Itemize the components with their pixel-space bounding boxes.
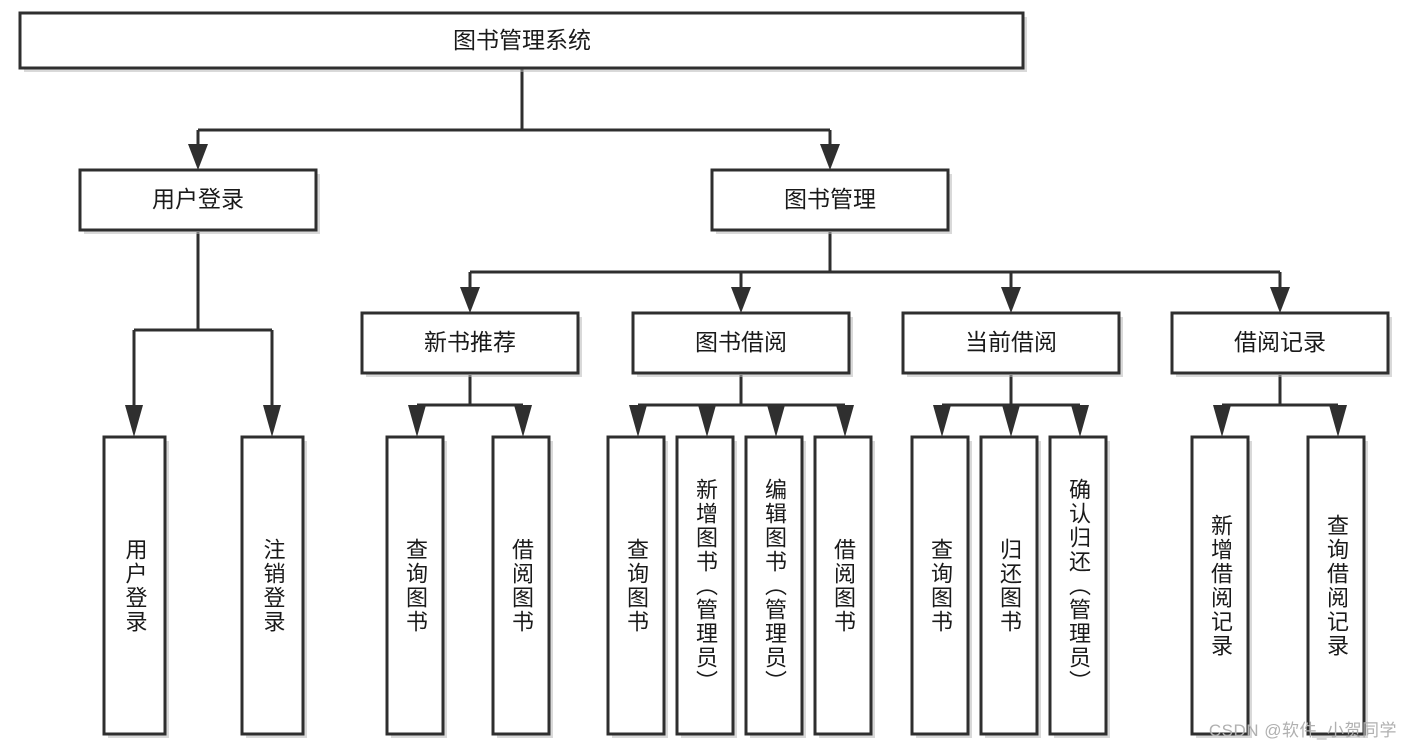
arrow-head-book-borrow-leaf-2 — [698, 405, 716, 437]
arrow-head-book-borrow-leaf-1 — [629, 405, 647, 437]
leaf-rect-current-borrow-2[interactable] — [979, 435, 1039, 736]
leaf-rect-user-login-2[interactable] — [240, 435, 305, 736]
leaf-rect-user-login-1[interactable] — [102, 435, 167, 736]
leaf-rect-borrow-record-2[interactable] — [1306, 435, 1366, 736]
node-current-borrow[interactable]: 当前借阅 — [901, 311, 1123, 377]
connector-group-borrow-record — [1213, 375, 1347, 437]
leaf-boxes-new-book — [385, 435, 553, 738]
leaf-boxes-current-borrow — [910, 435, 1110, 738]
arrow-head-book-manage — [820, 144, 840, 170]
leaf-rect-borrow-record-1[interactable] — [1190, 435, 1250, 736]
arrow-head-new-book-leaf-2 — [514, 405, 532, 437]
node-current-borrow-label: 当前借阅 — [965, 329, 1057, 355]
arrow-head-current-borrow-leaf-1 — [933, 405, 951, 437]
arrow-head-borrow-record — [1270, 287, 1290, 313]
leaf-rect-current-borrow-1[interactable] — [910, 435, 970, 736]
leaf-rect-book-borrow-2[interactable] — [675, 435, 735, 736]
leaf-rect-new-book-2[interactable] — [491, 435, 551, 736]
leaf-rect-current-borrow-3[interactable] — [1048, 435, 1108, 736]
arrow-head-current-borrow — [1001, 287, 1021, 313]
node-book-borrow-rect[interactable] — [631, 311, 851, 375]
node-borrow-record-rect[interactable] — [1170, 311, 1390, 375]
arrow-head-book-borrow-leaf-3 — [767, 405, 785, 437]
arrow-head-borrow-record-leaf-1 — [1213, 405, 1231, 437]
arrow-head-user-login — [188, 144, 208, 170]
leaf-rect-new-book-1[interactable] — [385, 435, 445, 736]
csdn-watermark: CSDN @软件_小贺同学 — [1208, 721, 1397, 740]
node-current-borrow-rect[interactable] — [901, 311, 1121, 375]
leaf-boxes-borrow-record — [1190, 435, 1368, 738]
arrow-head-user-login-leaf-1 — [125, 405, 143, 437]
connector-group-user-login — [125, 232, 281, 437]
node-new-book[interactable]: 新书推荐 — [360, 311, 582, 377]
node-new-book-rect[interactable] — [360, 311, 580, 375]
connector-group-root — [188, 68, 840, 170]
arrow-head-user-login-leaf-2 — [263, 405, 281, 437]
node-borrow-record[interactable]: 借阅记录 — [1170, 311, 1392, 377]
leaf-rect-book-borrow-3[interactable] — [744, 435, 804, 736]
arrow-head-current-borrow-leaf-3 — [1071, 405, 1089, 437]
arrow-head-book-borrow-leaf-4 — [836, 405, 854, 437]
connector-group-book-manage — [460, 232, 1290, 313]
arrow-head-new-book — [460, 287, 480, 313]
node-book-borrow[interactable]: 图书借阅 — [631, 311, 853, 377]
leaf-rect-book-borrow-4[interactable] — [813, 435, 873, 736]
node-root[interactable]: 图书管理系统 — [18, 11, 1027, 72]
connector-group-new-book — [408, 375, 532, 437]
leaf-boxes-user-login — [102, 435, 307, 738]
arrow-head-new-book-leaf-1 — [408, 405, 426, 437]
node-borrow-record-label: 借阅记录 — [1234, 329, 1326, 355]
node-root-rect[interactable] — [18, 11, 1025, 70]
leaf-rect-book-borrow-1[interactable] — [606, 435, 666, 736]
leaf-boxes-book-borrow — [606, 435, 875, 738]
arrow-head-borrow-record-leaf-2 — [1329, 405, 1347, 437]
node-root-label: 图书管理系统 — [453, 27, 591, 53]
arrow-head-book-borrow — [731, 287, 751, 313]
node-book-manage-label: 图书管理 — [784, 186, 876, 212]
node-user-login[interactable]: 用户登录 — [78, 168, 320, 234]
connector-group-current-borrow — [933, 375, 1089, 437]
node-book-borrow-label: 图书借阅 — [695, 329, 787, 355]
node-user-login-label: 用户登录 — [152, 186, 244, 212]
node-book-manage-rect[interactable] — [710, 168, 950, 232]
node-book-manage[interactable]: 图书管理 — [710, 168, 952, 234]
node-new-book-label: 新书推荐 — [424, 329, 516, 355]
node-user-login-rect[interactable] — [78, 168, 318, 232]
connector-group-book-borrow — [629, 375, 854, 437]
arrow-head-current-borrow-leaf-2 — [1002, 405, 1020, 437]
